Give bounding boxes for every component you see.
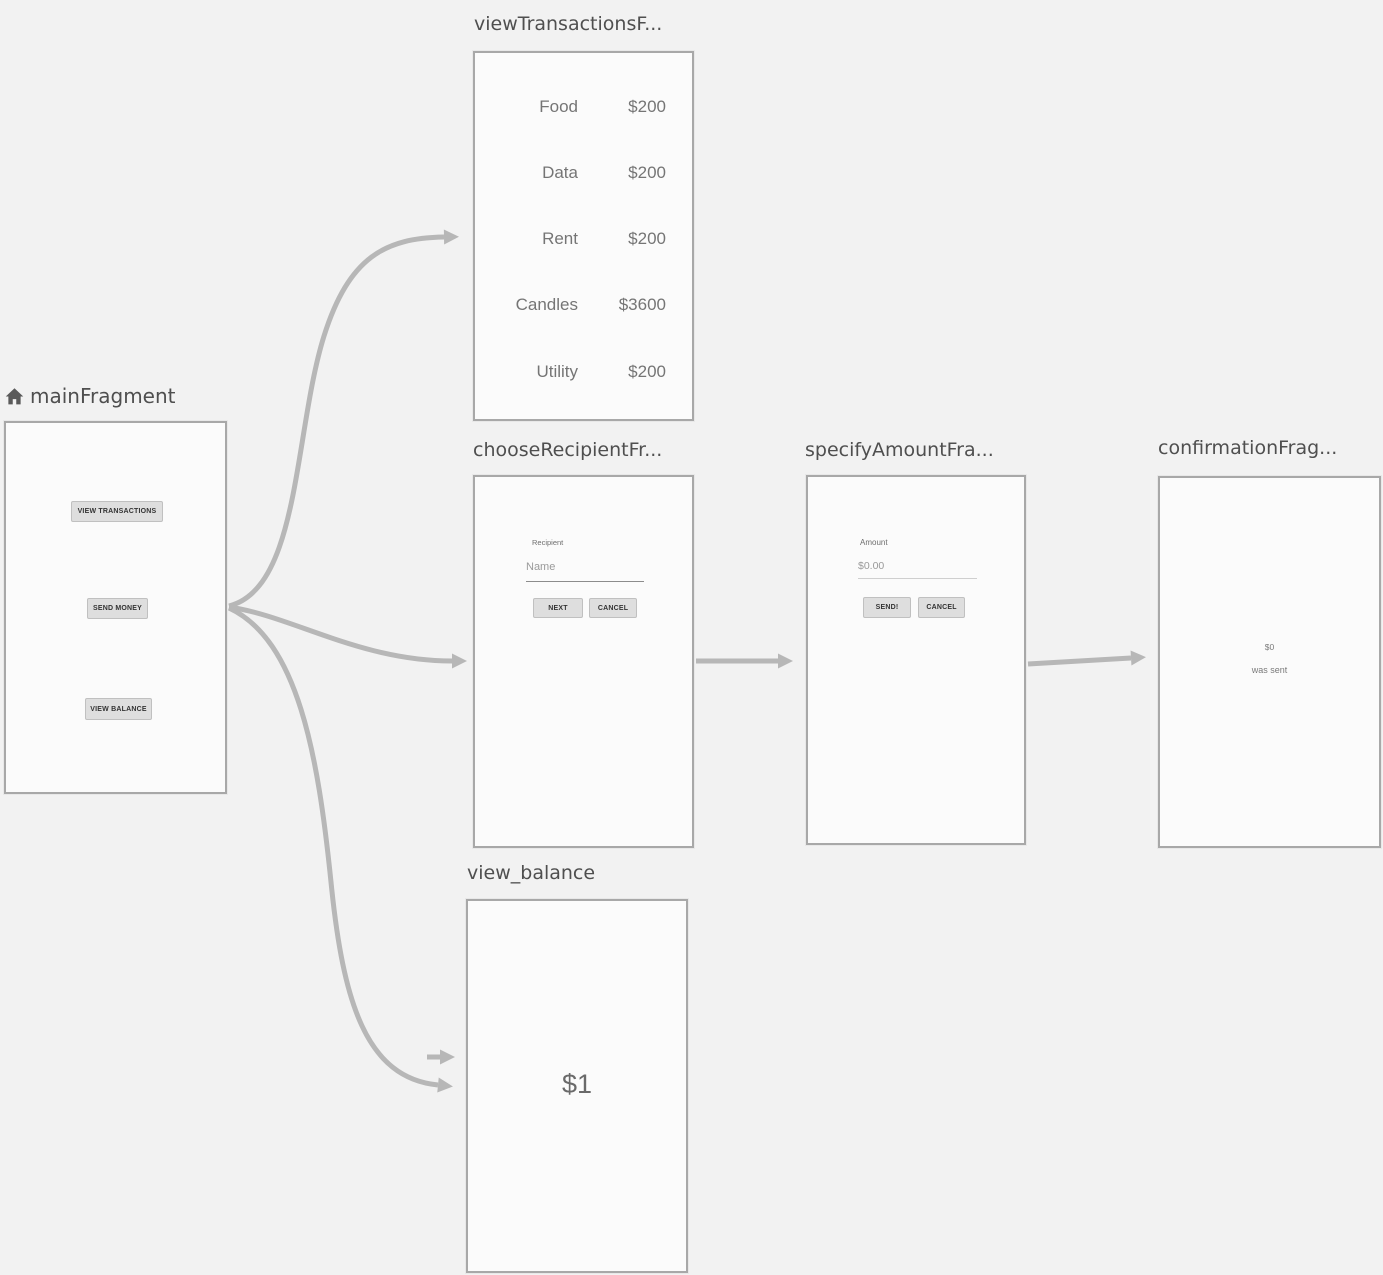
fragment-confirmation-screen[interactable]: $0 was sent xyxy=(1158,476,1381,848)
transaction-label: Data xyxy=(542,163,578,182)
action-main-to-view-balance[interactable] xyxy=(227,605,453,1093)
transaction-amount: $200 xyxy=(628,97,666,116)
transaction-amount: $200 xyxy=(628,362,666,381)
fragment-title-choose-recipient: chooseRecipientFr... xyxy=(473,439,663,461)
amount-field-label: Amount xyxy=(860,538,888,547)
fragment-header-view-transactions[interactable]: viewTransactionsF... xyxy=(474,13,662,35)
transaction-label: Utility xyxy=(536,362,578,381)
confirmation-message: was sent xyxy=(1251,665,1288,675)
action-specify-amount-to-confirmation[interactable] xyxy=(1027,650,1146,667)
preview-send-button: SEND! xyxy=(863,597,911,618)
fragment-title-main: mainFragment xyxy=(30,384,176,408)
fragment-title-view-balance: view_balance xyxy=(467,862,596,884)
confirmation-amount: $0 xyxy=(1264,642,1275,652)
fragment-main-screen[interactable]: VIEW TRANSACTIONS SEND MONEY VIEW BALANC… xyxy=(4,421,227,794)
transaction-amount: $200 xyxy=(628,229,666,248)
home-icon xyxy=(4,386,25,407)
action-main-to-view-transactions[interactable] xyxy=(228,229,459,609)
amount-input-underline xyxy=(858,578,977,579)
recipient-field-label: Recipient xyxy=(532,538,564,547)
fragment-header-main[interactable]: mainFragment xyxy=(4,384,176,408)
preview-view-transactions-button: VIEW TRANSACTIONS xyxy=(71,501,163,522)
fragment-title-view-transactions: viewTransactionsF... xyxy=(474,13,663,35)
preview-cancel-button: CANCEL xyxy=(918,597,965,618)
recipient-name-input: Name xyxy=(526,561,556,573)
transaction-row: Candles $3600 xyxy=(475,294,692,316)
transaction-amount: $3600 xyxy=(618,295,666,314)
transaction-row: Food $200 xyxy=(475,96,692,118)
fragment-view-balance-screen[interactable]: $1 xyxy=(466,899,688,1273)
preview-next-button: NEXT xyxy=(533,598,583,618)
recipient-input-underline xyxy=(526,581,644,582)
transaction-row: Data $200 xyxy=(475,162,692,184)
transaction-row: Utility $200 xyxy=(475,361,692,383)
transaction-label: Candles xyxy=(515,295,578,314)
transaction-amount: $200 xyxy=(628,163,666,182)
fragment-choose-recipient-screen[interactable]: Recipient Name NEXT CANCEL xyxy=(473,475,694,848)
fragment-header-specify-amount[interactable]: specifyAmountFra... xyxy=(805,439,994,461)
fragment-specify-amount-screen[interactable]: Amount $0.00 SEND! CANCEL xyxy=(806,475,1026,845)
preview-send-money-button: SEND MONEY xyxy=(87,598,148,619)
preview-cancel-button: CANCEL xyxy=(589,598,637,618)
fragment-view-transactions-screen[interactable]: Food $200 Data $200 Rent $200 Candles $3… xyxy=(473,51,694,421)
transaction-row: Rent $200 xyxy=(475,228,692,250)
fragment-title-confirmation: confirmationFrag... xyxy=(1158,437,1338,459)
fragment-header-confirmation[interactable]: confirmationFrag... xyxy=(1158,437,1337,459)
fragment-title-specify-amount: specifyAmountFra... xyxy=(805,439,994,461)
transaction-label: Rent xyxy=(542,229,578,248)
amount-input: $0.00 xyxy=(858,560,885,572)
fragment-header-choose-recipient[interactable]: chooseRecipientFr... xyxy=(473,439,662,461)
action-main-to-choose-recipient[interactable] xyxy=(228,604,467,669)
preview-view-balance-button: VIEW BALANCE xyxy=(85,698,152,720)
balance-amount: $1 xyxy=(561,1069,593,1099)
transaction-label: Food xyxy=(539,97,578,116)
fragment-header-view-balance[interactable]: view_balance xyxy=(467,862,595,884)
